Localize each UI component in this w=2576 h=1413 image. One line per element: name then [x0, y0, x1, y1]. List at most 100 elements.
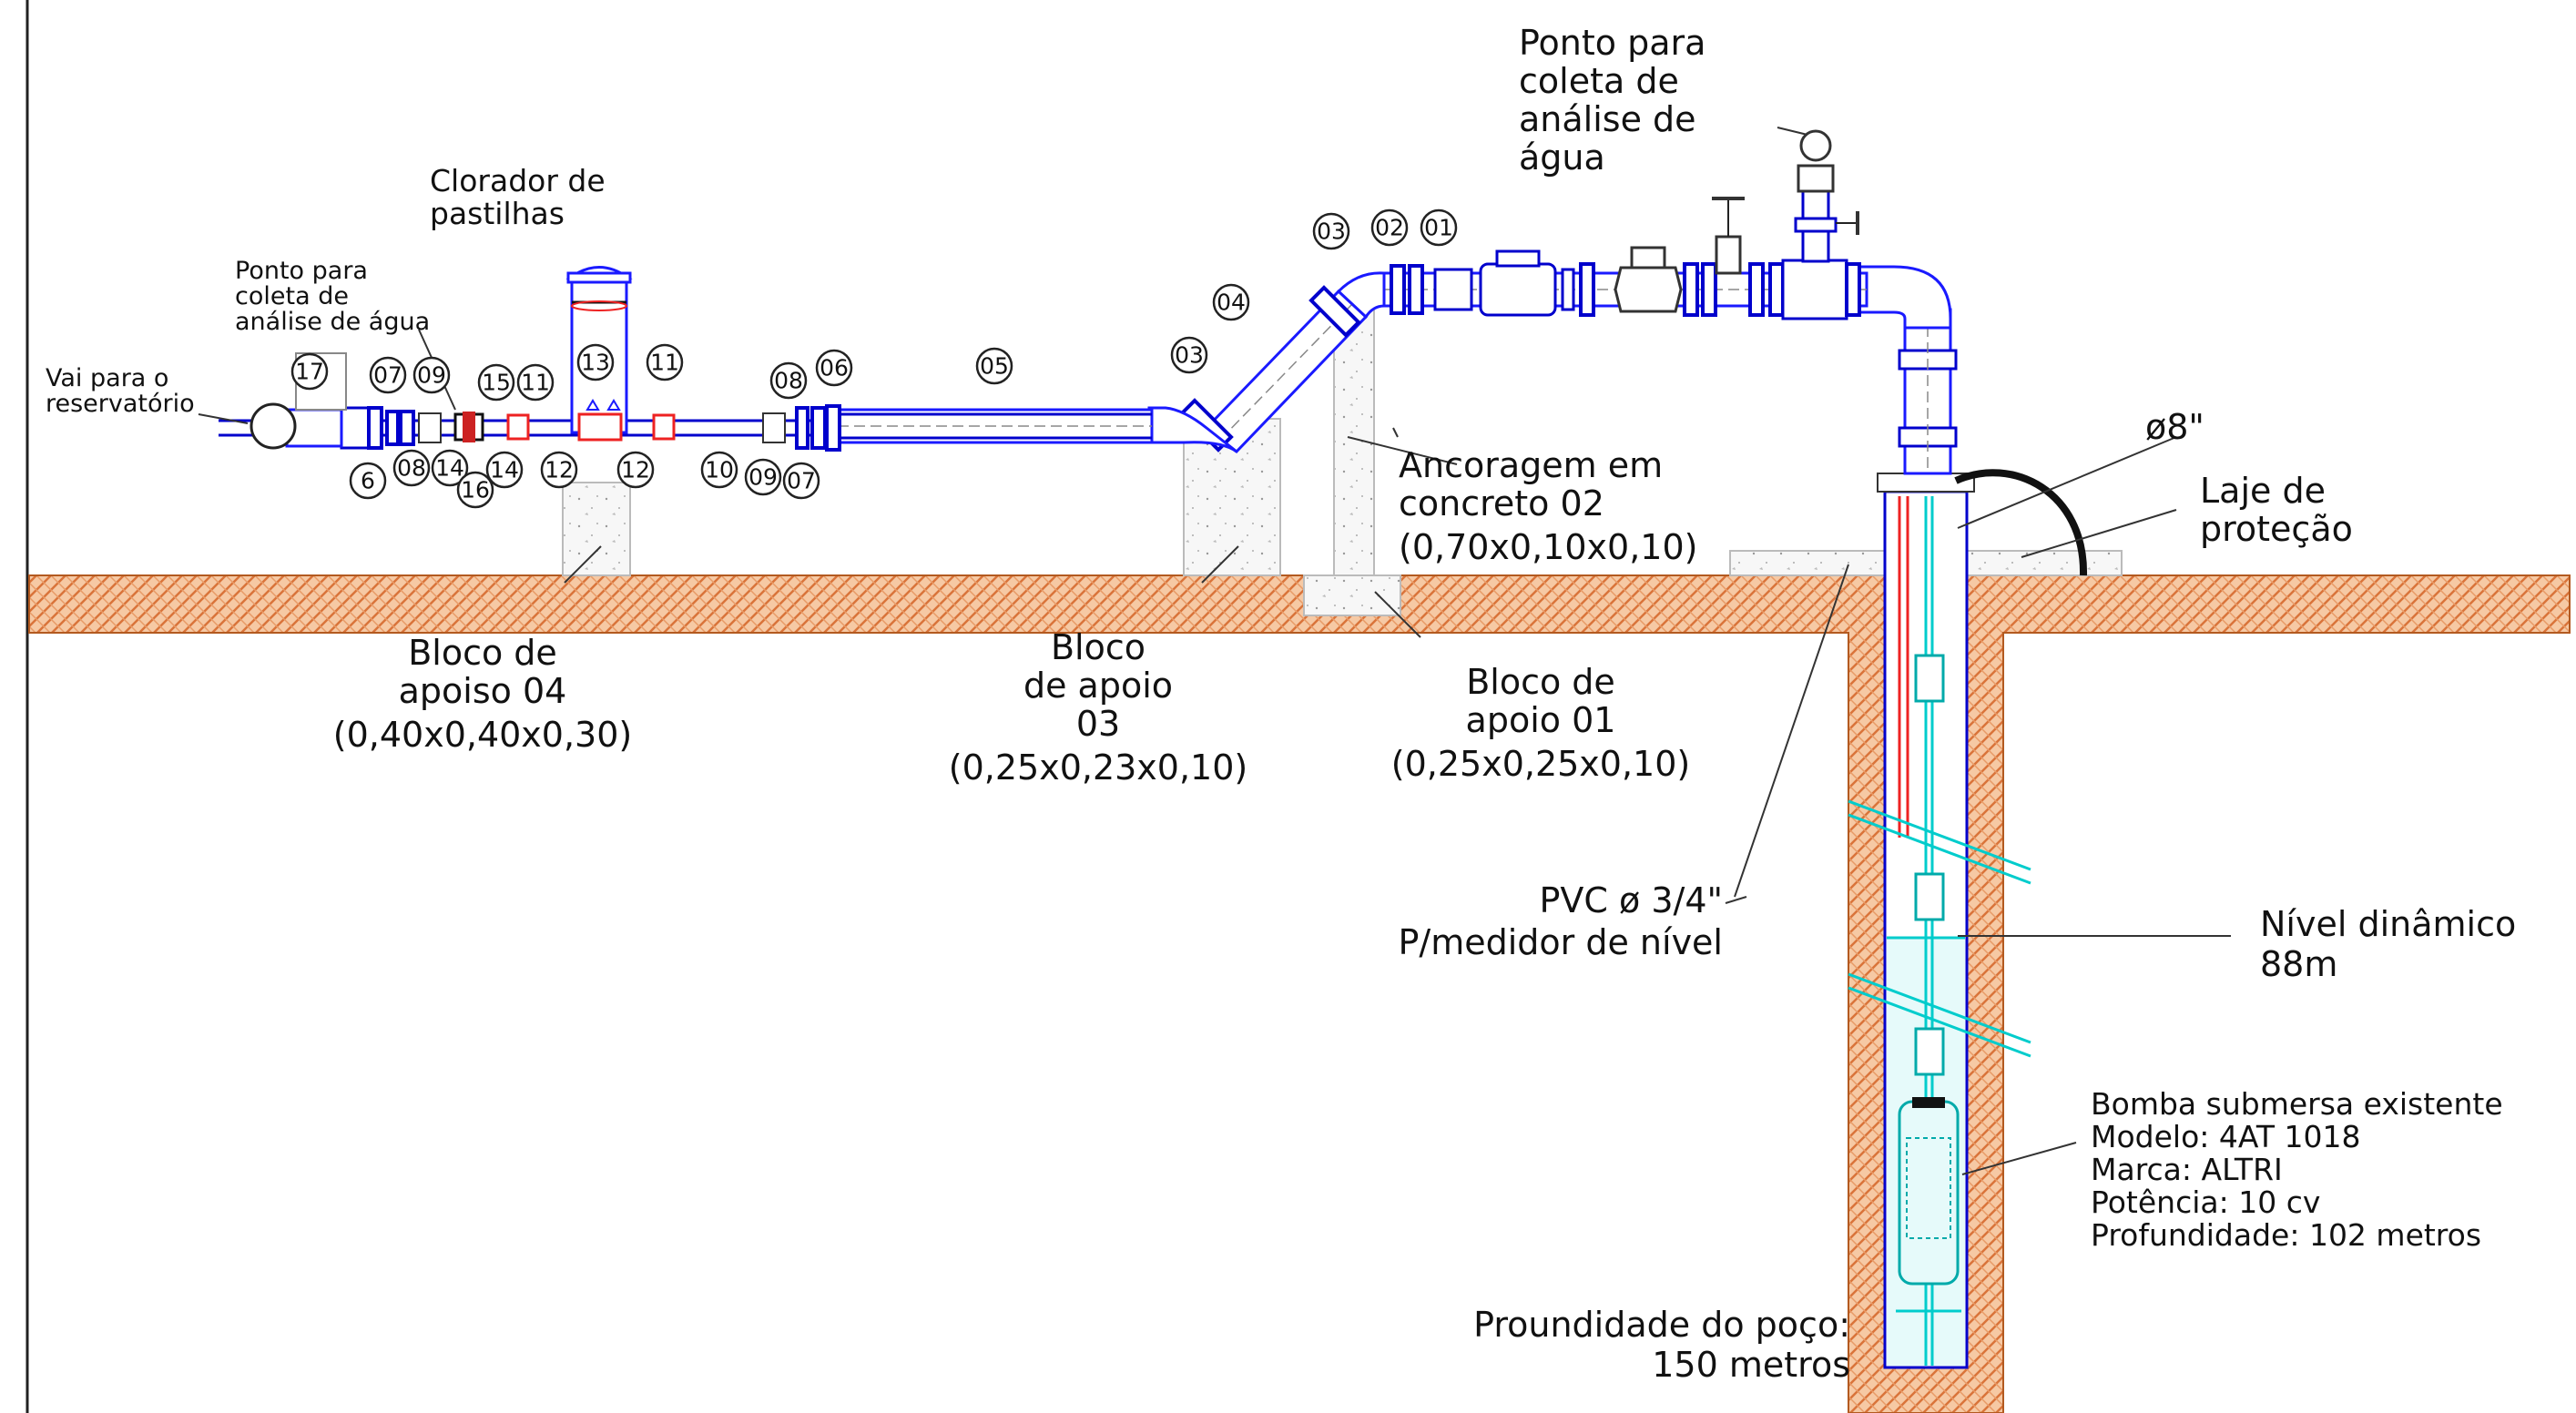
label-laje: Laje de proteção [2200, 471, 2353, 549]
submersible-pump [1898, 1100, 1960, 1286]
label-ponto-coleta-top: Ponto para coleta de análise de água [1519, 23, 1705, 178]
item-markers: 17 07 09 15 11 13 11 08 06 05 04 03 03 0… [290, 208, 1458, 509]
svg-text:Bloco de: Bloco de [408, 633, 557, 673]
svg-text:12: 12 [621, 457, 650, 483]
svg-text:05: 05 [980, 353, 1009, 380]
svg-text:16: 16 [461, 477, 490, 503]
svg-text:13: 13 [581, 350, 610, 376]
marker-07b: 07 [782, 462, 820, 500]
marker-06b: 06 [815, 349, 853, 387]
svg-text:Ponto para: Ponto para [1519, 23, 1705, 63]
label-bloco-01: Bloco de apoio 01 (0,25x0,25x0,10) [1391, 662, 1690, 784]
upper-pipe-run [1382, 129, 1868, 320]
elbow-right [1856, 265, 1952, 330]
svg-text:15: 15 [482, 370, 511, 396]
svg-text:coleta de: coleta de [235, 282, 349, 310]
label-bloco-03: Bloco de apoio 03 (0,25x0,23x0,10) [949, 627, 1247, 788]
svg-text:de apoio: de apoio [1023, 666, 1173, 706]
svg-text:03: 03 [1175, 342, 1204, 369]
svg-text:11: 11 [521, 370, 550, 396]
svg-text:Ancoragem em: Ancoragem em [1399, 445, 1663, 485]
svg-text:Potência: 10 cv: Potência: 10 cv [2091, 1184, 2320, 1220]
svg-text:água: água [1519, 137, 1605, 178]
svg-text:(0,70x0,10x0,10): (0,70x0,10x0,10) [1399, 527, 1697, 567]
diagonal-pipe [1147, 271, 1386, 454]
svg-text:Modelo: 4AT 1018: Modelo: 4AT 1018 [2091, 1119, 2361, 1154]
label-ancoragem: Ancoragem em concreto 02 (0,70x0,10x0,10… [1399, 445, 1697, 567]
svg-text:(0,40x0,40x0,30): (0,40x0,40x0,30) [333, 715, 632, 755]
marker-15: 15 [477, 363, 515, 402]
label-diametro: ø8" [2145, 407, 2204, 447]
svg-text:reservatório: reservatório [46, 390, 195, 418]
marker-6: 6 [349, 462, 387, 500]
svg-text:Bloco: Bloco [1051, 627, 1145, 667]
pipe-05 [836, 408, 1154, 444]
marker-03b: 03 [1312, 212, 1350, 250]
label-bomba: Bomba submersa existente Modelo: 4AT 101… [2091, 1086, 2503, 1253]
label-vai-para-reservatorio: Vai para o reservatório [46, 364, 195, 418]
marker-05: 05 [975, 347, 1013, 385]
svg-text:08: 08 [774, 368, 803, 394]
marker-07a: 07 [369, 356, 407, 394]
marker-11b: 11 [646, 343, 684, 381]
marker-08a: 08 [392, 449, 431, 487]
svg-text:14: 14 [490, 457, 519, 483]
label-clorador: Clorador de pastilhas [430, 163, 606, 231]
label-bloco-04: Bloco de apoiso 04 (0,40x0,40x0,30) [333, 633, 632, 755]
marker-10: 10 [700, 451, 738, 489]
bloco-apoio-04 [562, 482, 631, 576]
svg-text:proteção: proteção [2200, 509, 2353, 549]
marker-03a: 03 [1170, 336, 1208, 374]
gate-valve [1614, 266, 1683, 313]
svg-text:14: 14 [435, 455, 464, 482]
marker-08b: 08 [769, 361, 808, 400]
svg-text:03: 03 [1317, 219, 1346, 245]
marker-13: 13 [576, 343, 615, 381]
svg-text:apoiso 04: apoiso 04 [399, 671, 567, 711]
svg-text:análise de: análise de [1519, 99, 1696, 139]
svg-text:6: 6 [361, 468, 375, 494]
marker-12b: 12 [616, 451, 655, 489]
leader-lines [198, 127, 2231, 1175]
svg-text:análise de água: análise de água [235, 308, 430, 336]
svg-text:02: 02 [1375, 215, 1404, 241]
svg-text:Laje de: Laje de [2200, 471, 2326, 511]
label-profundidade: Proundidade do poço: 150 metros [1473, 1305, 1850, 1385]
svg-text:07: 07 [373, 362, 402, 389]
svg-text:150 metros: 150 metros [1652, 1345, 1850, 1385]
marker-14a: 14 [431, 449, 469, 487]
svg-text:pastilhas: pastilhas [430, 196, 565, 231]
marker-02: 02 [1370, 208, 1409, 247]
marker-16: 16 [456, 471, 494, 509]
svg-text:Marca: ALTRI: Marca: ALTRI [2091, 1152, 2283, 1187]
svg-text:PVC ø 3/4": PVC ø 3/4" [1540, 880, 1724, 920]
svg-text:04: 04 [1217, 290, 1246, 316]
outlet-pipe-end [249, 402, 297, 450]
left-pipe-run [219, 352, 841, 452]
bloco-apoio-01 [1303, 574, 1401, 616]
marker-11a: 11 [516, 363, 555, 402]
svg-text:Profundidade: 102 metros: Profundidade: 102 metros [2091, 1217, 2481, 1253]
svg-text:(0,25x0,23x0,10): (0,25x0,23x0,10) [949, 747, 1247, 788]
svg-text:03: 03 [1076, 704, 1120, 744]
svg-text:Vai para o: Vai para o [46, 364, 168, 392]
svg-text:09: 09 [748, 464, 778, 491]
svg-text:12: 12 [545, 457, 574, 483]
well-casing [1848, 473, 2031, 1369]
marker-14b: 14 [485, 451, 524, 489]
label-nivel-dinamico: Nível dinâmico 88m [2260, 904, 2516, 984]
svg-text:Clorador de: Clorador de [430, 163, 606, 198]
svg-text:07: 07 [787, 468, 816, 494]
sample-tap-top [1799, 129, 1832, 162]
marker-12a: 12 [540, 451, 578, 489]
svg-text:Proundidade do poço:: Proundidade do poço: [1473, 1305, 1850, 1345]
svg-text:concreto 02: concreto 02 [1399, 483, 1604, 524]
svg-text:Bomba submersa existente: Bomba submersa existente [2091, 1086, 2503, 1122]
marker-04: 04 [1212, 283, 1250, 321]
svg-text:11: 11 [650, 350, 679, 376]
svg-text:Nível dinâmico: Nível dinâmico [2260, 904, 2516, 944]
marker-09a: 09 [412, 356, 451, 394]
label-pvc: PVC ø 3/4" P/medidor de nível [1398, 880, 1723, 962]
svg-text:08: 08 [397, 455, 426, 482]
svg-text:apoio 01: apoio 01 [1466, 700, 1616, 740]
